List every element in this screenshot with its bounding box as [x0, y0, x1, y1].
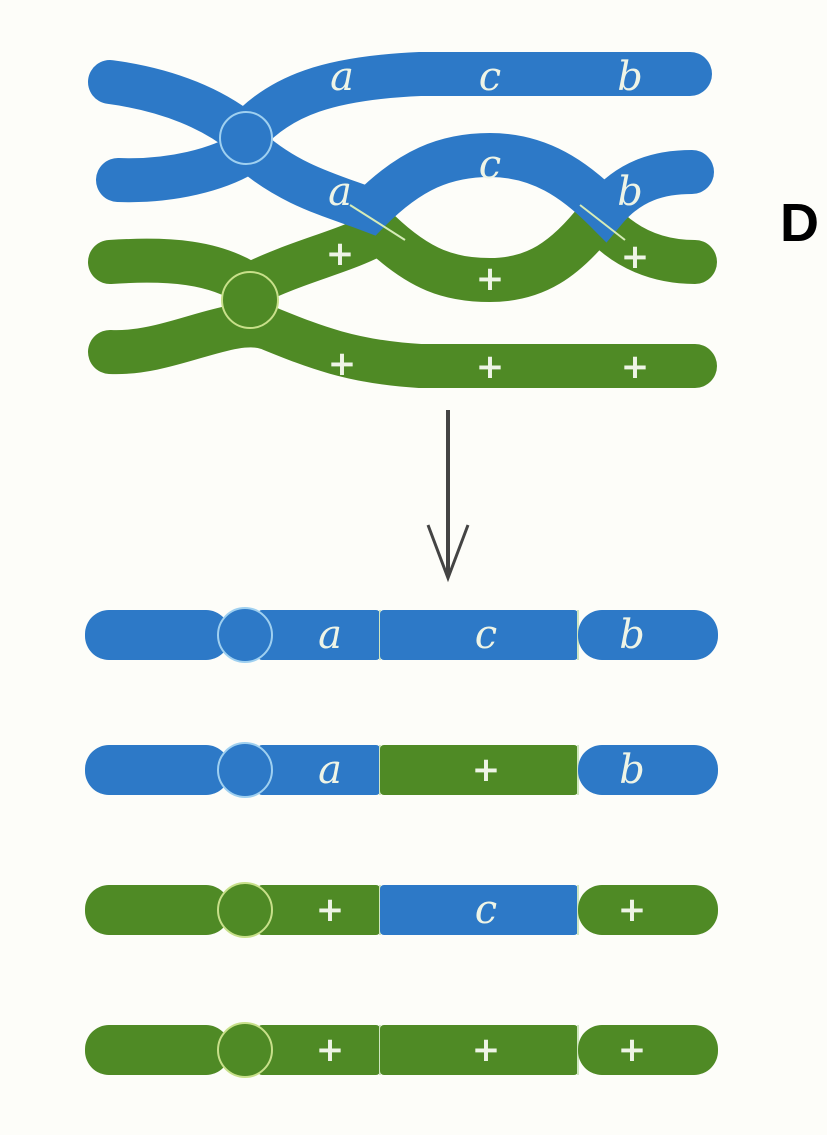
centromere — [218, 883, 272, 937]
green-chromatid-2 — [110, 325, 695, 366]
gene-label: + — [472, 750, 501, 790]
gene-label: + — [618, 1030, 647, 1070]
top-homolog-pair: a c b a c b + + + + + + — [110, 54, 695, 387]
gene-label: c — [479, 54, 501, 100]
gene-label: + — [476, 259, 505, 299]
blue-chromatid-1 — [110, 74, 690, 135]
gene-label: b — [619, 747, 645, 793]
gene-label: c — [479, 142, 501, 188]
panel-label: D — [780, 196, 819, 250]
centromere — [218, 608, 272, 662]
gene-label: c — [475, 612, 497, 658]
blue-centromere — [220, 112, 272, 164]
chromatid-segment — [578, 1025, 718, 1075]
centromere — [218, 743, 272, 797]
gene-label: a — [318, 612, 342, 658]
gene-label: + — [621, 347, 650, 387]
chromatid-left-arm — [85, 745, 230, 795]
chromatid-segment — [578, 610, 718, 660]
gene-label: + — [316, 1030, 345, 1070]
gene-label: + — [316, 890, 345, 930]
gene-label: + — [618, 890, 647, 930]
gene-label: a — [330, 54, 354, 100]
gene-label: b — [619, 612, 645, 658]
centromere — [218, 1023, 272, 1077]
chromatid-segment — [578, 885, 718, 935]
gene-label: c — [475, 887, 497, 933]
result-chromatid-2: a + b — [85, 743, 718, 797]
result-chromatid-4: + + + — [85, 1023, 718, 1077]
gene-label: + — [328, 344, 357, 384]
gene-label: b — [617, 54, 643, 100]
chromatid-left-arm — [85, 610, 230, 660]
chromatid-left-arm — [85, 1025, 230, 1075]
gene-label: + — [476, 347, 505, 387]
gene-label: a — [328, 169, 352, 215]
gene-label: + — [472, 1030, 501, 1070]
gene-label: a — [318, 747, 342, 793]
resulting-chromatids: a c b a + b + c + + + + — [85, 608, 718, 1077]
down-arrow-icon — [428, 410, 468, 578]
blue-chromatid-2 — [118, 150, 692, 210]
result-chromatid-3: + c + — [85, 883, 718, 937]
chromatid-segment — [578, 745, 718, 795]
gene-label: + — [326, 234, 355, 274]
gene-label: b — [617, 169, 643, 215]
gene-label: + — [621, 237, 650, 277]
green-centromere — [222, 272, 278, 328]
chromatid-left-arm — [85, 885, 230, 935]
